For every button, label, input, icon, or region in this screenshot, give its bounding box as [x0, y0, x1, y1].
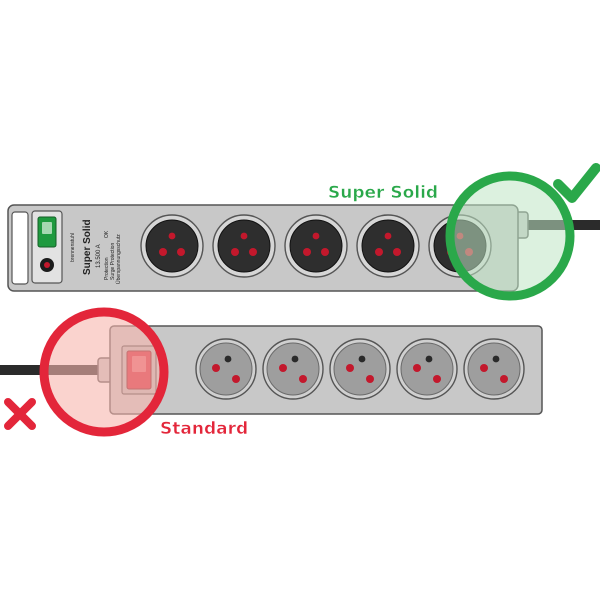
standard-strip — [0, 325, 543, 415]
socket-hole — [177, 248, 185, 256]
super-solid-brand-text: brennenstuhl — [70, 233, 76, 262]
super-solid-label: Super Solid — [328, 183, 438, 203]
super-solid-surge-text: Surge Protection — [110, 243, 116, 280]
standard-socket — [463, 338, 525, 400]
super-solid-socket — [356, 214, 420, 278]
socket-hole — [321, 248, 329, 256]
super-solid-highlight: Super Solid — [328, 163, 600, 301]
standard-label: Standard — [160, 419, 248, 439]
earth-pin — [168, 232, 176, 240]
earth-pin — [312, 232, 320, 240]
socket-hole — [279, 364, 287, 372]
earth-pin — [492, 355, 500, 363]
cross-icon — [4, 398, 36, 430]
socket-hole — [303, 248, 311, 256]
check-icon — [553, 163, 600, 203]
super-solid-socket — [140, 214, 204, 278]
earth-pin — [384, 232, 392, 240]
super-solid-socket-row — [140, 214, 492, 278]
super-solid-protection-text: Protection — [104, 257, 110, 280]
super-solid-indicator-light-inner — [44, 262, 50, 268]
socket-hole — [413, 364, 421, 372]
standard-socket — [396, 338, 458, 400]
socket-hole — [393, 248, 401, 256]
standard-socket — [195, 338, 257, 400]
super-solid-rating-text: 13.500 A — [96, 244, 102, 268]
super-solid-highlight-circle — [445, 171, 575, 301]
socket-hole — [366, 375, 374, 383]
earth-pin — [240, 232, 248, 240]
standard-socket — [329, 338, 391, 400]
socket-hole — [231, 248, 239, 256]
socket-hole — [480, 364, 488, 372]
super-solid-ok-text: OK — [104, 230, 110, 238]
socket-hole — [212, 364, 220, 372]
standard-highlight-circle — [39, 307, 169, 437]
super-solid-socket — [212, 214, 276, 278]
socket-hole — [500, 375, 508, 383]
socket-hole — [346, 364, 354, 372]
earth-pin — [358, 355, 366, 363]
super-solid-model-text: Super Solid — [82, 219, 93, 275]
earth-pin — [291, 355, 299, 363]
super-solid-label-panel: brennenstuhl Super Solid 13.500 A Protec… — [70, 219, 122, 284]
super-solid-uberspannung-text: Überspannungsschutz — [115, 234, 122, 284]
standard-socket-row — [195, 338, 525, 400]
earth-pin — [224, 355, 232, 363]
socket-hole — [433, 375, 441, 383]
super-solid-strip: brennenstuhl Super Solid 13.500 A Protec… — [7, 204, 600, 292]
standard-highlight: Standard — [4, 307, 248, 439]
super-solid-switch-rocker — [42, 222, 52, 234]
super-solid-socket — [284, 214, 348, 278]
earth-pin — [425, 355, 433, 363]
socket-hole — [159, 248, 167, 256]
standard-socket — [262, 338, 324, 400]
socket-hole — [375, 248, 383, 256]
super-solid-end-cap — [11, 211, 29, 285]
socket-hole — [232, 375, 240, 383]
socket-hole — [299, 375, 307, 383]
socket-hole — [249, 248, 257, 256]
